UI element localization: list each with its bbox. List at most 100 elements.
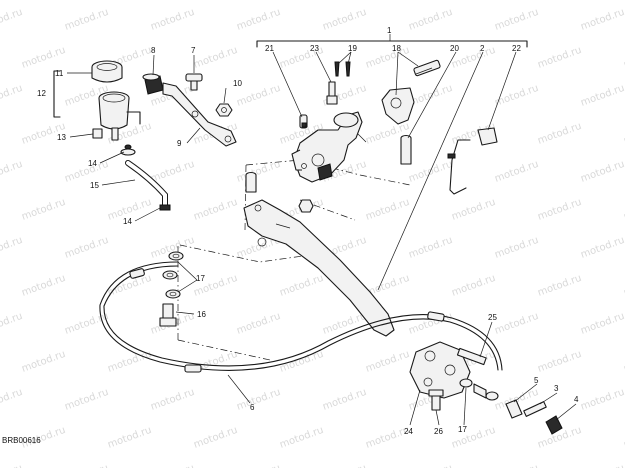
screws-19: [334, 61, 351, 77]
watermark-text: motod.ru: [321, 387, 368, 413]
callout-18: 18: [392, 44, 401, 53]
watermark-text: motod.ru: [235, 83, 282, 109]
callout-7: 7: [191, 46, 196, 55]
watermark-text: motod.ru: [493, 7, 540, 33]
reservoir-hose: [125, 160, 168, 208]
watermark-text: motod.ru: [20, 197, 67, 223]
watermark-text: motod.ru: [579, 235, 625, 261]
clutch-switch-22: [447, 127, 498, 195]
hose-clamp-lower: [159, 204, 171, 211]
watermark-text: motod.ru: [493, 159, 540, 185]
bleed-screw-23: [326, 81, 338, 105]
callout-14b: 14: [123, 217, 132, 226]
clutch-hydraulic-line: [99, 261, 503, 373]
watermark-text: motod.ru: [579, 463, 625, 468]
watermark-text: motod.ru: [407, 463, 454, 468]
watermark-text: motod.ru: [235, 311, 282, 337]
callout-4: 4: [574, 395, 579, 404]
reservoir-support-bracket: [162, 82, 237, 147]
watermark-text: motod.ru: [63, 7, 110, 33]
callout-12: 12: [37, 89, 46, 98]
screw-7: [185, 73, 203, 91]
slave-cylinder-24: [409, 341, 471, 399]
washer-17-upper: [168, 251, 184, 261]
watermark-text: motod.ru: [493, 463, 540, 468]
master-cylinder-body: [291, 111, 367, 183]
watermark-text: motod.ru: [579, 159, 625, 185]
callout-17b: 17: [458, 425, 467, 434]
washer-17-mid: [162, 270, 178, 280]
watermark-text: motod.ru: [20, 45, 67, 71]
nut-10: [215, 103, 233, 117]
callout-22: 22: [512, 44, 521, 53]
lever-nut: [298, 199, 314, 213]
watermark-text: motod.ru: [192, 45, 239, 71]
bolt-25: [456, 347, 487, 366]
hose-clamp-upper: [120, 144, 136, 156]
watermark-text: motod.ru: [321, 463, 368, 468]
watermark-text: motod.ru: [407, 235, 454, 261]
watermark-text: motod.ru: [106, 425, 153, 451]
pivot-pin-20: [400, 134, 412, 165]
watermark-text: motod.ru: [20, 273, 67, 299]
watermark-text: motod.ru: [536, 121, 583, 147]
callout-6: 6: [250, 403, 255, 412]
callout-5: 5: [534, 376, 539, 385]
watermark-text: motod.ru: [149, 159, 196, 185]
watermark-text: motod.ru: [0, 235, 24, 261]
fluid-reservoir: [98, 91, 141, 141]
callout-8: 8: [151, 46, 156, 55]
watermark-text: motod.ru: [0, 463, 24, 468]
washer-17-lower: [165, 289, 181, 299]
watermark-text: motod.ru: [20, 349, 67, 375]
watermark-text: motod.ru: [536, 45, 583, 71]
watermark-text: motod.ru: [407, 7, 454, 33]
watermark-text: motod.ru: [149, 7, 196, 33]
bushing: [245, 171, 257, 193]
callout-14a: 14: [88, 159, 97, 168]
watermark-text: motod.ru: [493, 235, 540, 261]
callout-19: 19: [348, 44, 357, 53]
piston-boot-21: [299, 114, 308, 129]
watermark-text: motod.ru: [192, 197, 239, 223]
watermark-text: motod.ru: [0, 83, 24, 109]
callout-3: 3: [554, 384, 559, 393]
leader-lines: [67, 51, 577, 426]
watermark-text: motod.ru: [149, 463, 196, 468]
watermark-text: motod.ru: [493, 311, 540, 337]
reservoir-cap: [91, 60, 123, 83]
watermark-text: motod.ru: [364, 197, 411, 223]
callout-16: 16: [197, 310, 206, 319]
watermark-text: motod.ru: [63, 463, 110, 468]
reservoir-bracket-13: [69, 128, 103, 139]
callout-13: 13: [57, 133, 66, 142]
cap-4: [545, 415, 563, 435]
callout-24: 24: [404, 427, 413, 436]
watermark-text: motod.ru: [364, 45, 411, 71]
callout-23: 23: [310, 44, 319, 53]
watermark-text: motod.ru: [536, 349, 583, 375]
watermark-text: motod.ru: [579, 387, 625, 413]
banjo-bolt-16: [159, 303, 177, 327]
watermark-text: motod.ru: [63, 235, 110, 261]
watermark-text: motod.ru: [63, 387, 110, 413]
bolt-26: [428, 389, 444, 411]
watermark-text: motod.ru: [0, 311, 24, 337]
watermark-text: motod.ru: [579, 7, 625, 33]
watermark-text: motod.ru: [407, 159, 454, 185]
watermark-text: motod.ru: [149, 387, 196, 413]
watermark-text: motod.ru: [450, 273, 497, 299]
fitting-5: [505, 399, 523, 419]
watermark-text: motod.ru: [0, 159, 24, 185]
watermark-text: motod.ru: [407, 83, 454, 109]
watermark-text: motod.ru: [63, 159, 110, 185]
watermark-text: motod.ru: [450, 197, 497, 223]
watermark-text: motod.ru: [235, 387, 282, 413]
watermark-text: motod.ru: [321, 7, 368, 33]
washers-17-lower-pair: [459, 378, 499, 401]
callout-21: 21: [265, 44, 274, 53]
watermark-text: motod.ru: [192, 425, 239, 451]
watermark-text: motod.ru: [235, 159, 282, 185]
watermark-text: motod.ru: [0, 387, 24, 413]
